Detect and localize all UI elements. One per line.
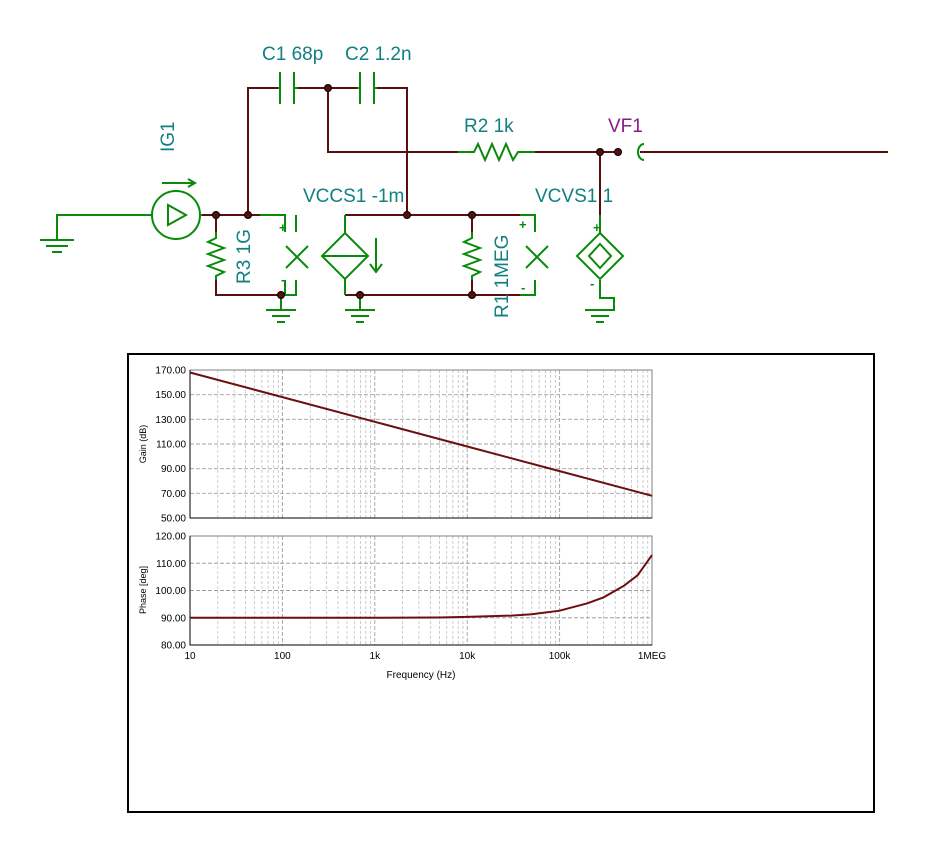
gain-axes bbox=[189, 369, 653, 519]
junction-dot bbox=[468, 291, 476, 299]
plot-frame bbox=[127, 353, 875, 813]
label-r2: R2 1k bbox=[464, 116, 514, 137]
junction-dots bbox=[212, 84, 622, 299]
vccs-source bbox=[320, 215, 383, 295]
capacitor-c1 bbox=[278, 72, 298, 104]
junction-dot bbox=[403, 211, 411, 219]
y-tick-label: 120.00 bbox=[155, 532, 186, 543]
x-tick-label: 1MEG bbox=[638, 651, 667, 662]
phase-axes bbox=[189, 535, 653, 646]
resistor-r3 bbox=[205, 232, 227, 280]
plus-sign: + bbox=[519, 217, 527, 232]
label-vcvs1: VCVS1 1 bbox=[535, 186, 613, 207]
y-tick-label: 70.00 bbox=[161, 489, 186, 500]
y-tick-label: 90.00 bbox=[161, 613, 186, 624]
x-tick-label: 1k bbox=[370, 651, 382, 662]
x-tick-label: 100k bbox=[549, 651, 572, 662]
current-source-ig1 bbox=[151, 178, 202, 240]
y-tick-label: 50.00 bbox=[161, 514, 186, 525]
label-c1: C1 68p bbox=[262, 44, 323, 65]
y-tick-label: 90.00 bbox=[161, 464, 186, 475]
ground-vcvs bbox=[585, 280, 615, 323]
label-r1: R1 1MEG bbox=[492, 235, 513, 318]
y-tick-label: 170.00 bbox=[155, 366, 186, 377]
label-vf1: VF1 bbox=[608, 116, 643, 137]
x-axis-label: Frequency (Hz) bbox=[387, 670, 456, 681]
ground-vccs bbox=[345, 295, 375, 323]
wire-mid-r2 bbox=[327, 88, 458, 153]
y-tick-label: 150.00 bbox=[155, 390, 186, 401]
wire-c2-right bbox=[377, 87, 408, 215]
circuit-schematic: + - + - + - C1 68p C2 1.2n R2 1k VF1 VCC… bbox=[40, 44, 888, 323]
x-tick-label: 10k bbox=[459, 651, 476, 662]
label-c2: C2 1.2n bbox=[345, 44, 412, 65]
junction-dot bbox=[324, 84, 332, 92]
y-tick-label: 100.00 bbox=[155, 586, 186, 597]
minus-sign: - bbox=[590, 276, 594, 291]
label-vccs1: VCCS1 -1m bbox=[303, 186, 404, 207]
vcvs-source bbox=[575, 215, 625, 281]
junction-dot bbox=[244, 211, 252, 219]
wire-c1-left bbox=[247, 87, 278, 215]
minus-sign: - bbox=[281, 272, 285, 287]
plus-sign: + bbox=[593, 220, 601, 235]
junction-dot bbox=[277, 291, 285, 299]
open-port-1 bbox=[260, 214, 309, 296]
gain-y-axis-label: Gain (dB) bbox=[138, 425, 148, 464]
resistor-r2 bbox=[458, 141, 535, 163]
y-tick-label: 80.00 bbox=[161, 641, 186, 652]
ground-port-1 bbox=[266, 295, 296, 323]
label-ig1: IG1 bbox=[158, 121, 179, 152]
component-labels: C1 68p C2 1.2n R2 1k VF1 VCCS1 -1m VCVS1… bbox=[158, 44, 643, 318]
gain-plot: 50.00 70.00 90.00 110.00 130.00 150.00 170.00 bbox=[155, 366, 653, 525]
phase-y-axis-label: Phase [deg] bbox=[138, 566, 148, 614]
x-tick-label: 10 bbox=[184, 651, 196, 662]
plus-sign: + bbox=[279, 220, 287, 235]
voltage-probe-vf1 bbox=[637, 143, 645, 161]
junction-dot bbox=[212, 211, 220, 219]
components bbox=[40, 72, 645, 323]
phase-curve bbox=[190, 554, 653, 619]
capacitor-c2 bbox=[357, 72, 377, 104]
x-tick-label: 100 bbox=[274, 651, 291, 662]
open-port-2 bbox=[520, 214, 549, 296]
minus-sign: - bbox=[521, 280, 525, 295]
label-r3: R3 1G bbox=[234, 229, 255, 284]
junction-dot bbox=[468, 211, 476, 219]
phase-plot: 80.00 90.00 100.00 110.00 120.00 10 100 1k 10k 10… bbox=[155, 532, 666, 663]
gain-curve bbox=[189, 371, 653, 497]
ground-left bbox=[40, 214, 152, 253]
resistor-r1 bbox=[461, 232, 483, 280]
wire-r3-bottom bbox=[215, 280, 285, 296]
junction-dot bbox=[356, 291, 364, 299]
y-tick-label: 110.00 bbox=[156, 559, 186, 570]
junction-dot bbox=[614, 148, 622, 156]
junction-dot bbox=[596, 148, 604, 156]
y-tick-label: 130.00 bbox=[155, 415, 186, 426]
polarity-marks: + - + - + - bbox=[279, 217, 601, 295]
y-tick-label: 110.00 bbox=[156, 440, 186, 451]
